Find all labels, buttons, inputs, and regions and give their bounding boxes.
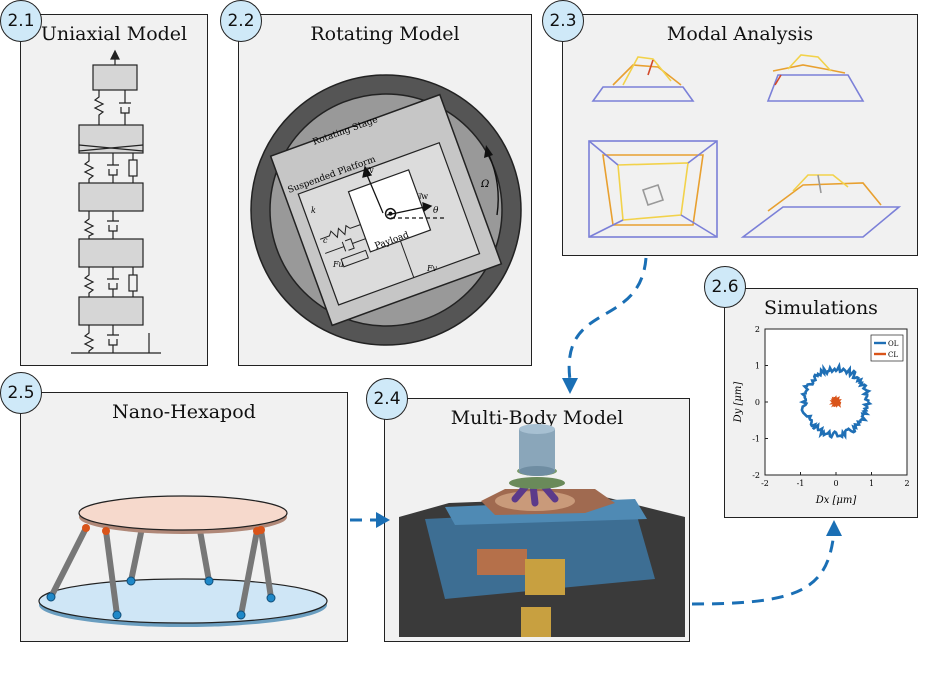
fv-label: Fv — [426, 264, 438, 273]
panel-simulations: Simulations -2 -1 0 1 2 2 1 0 -1 -2 OL CL Dx [μm… — [724, 288, 918, 518]
arrow-modal-to-multibody — [567, 257, 648, 381]
mode-shape-1 — [591, 56, 695, 102]
rotating-model-diagram: Rotating Stage Suspended Platform Payloa… — [250, 74, 522, 346]
x-tick-label: 2 — [904, 479, 909, 488]
y-tick-label: -2 — [752, 471, 760, 480]
x-tick-label: 1 — [869, 479, 874, 488]
omega-label: Ω — [480, 179, 489, 190]
y-tick-label: 2 — [755, 325, 760, 334]
c-label: c — [323, 236, 328, 245]
panel-number-badge: 2.4 — [366, 378, 408, 420]
panel-number-badge: 2.6 — [704, 266, 746, 308]
modal-analysis-diagram — [588, 54, 902, 238]
panel-title: Uniaxial Model — [40, 23, 188, 45]
arrow-multibody-to-simulations — [691, 531, 836, 606]
x-tick-label: -2 — [761, 479, 769, 488]
panel-rotating-model: Rotating Model Rotating Stag — [238, 14, 532, 366]
panel-title: Nano-Hexapod — [112, 401, 256, 423]
y-tick-label: -1 — [752, 435, 760, 444]
x-axis-label: Dx [μm] — [815, 495, 857, 506]
x-tick-label: -1 — [797, 479, 805, 488]
panel-number-badge: 2.1 — [0, 0, 42, 42]
panel-title: Multi-Body Model — [450, 407, 624, 429]
mode-shape-3 — [588, 140, 718, 238]
legend-cl-label: CL — [888, 351, 898, 359]
panel-modal-analysis: Modal Analysis — [562, 14, 918, 256]
panel-multi-body-model: Multi-Body Model — [384, 398, 690, 642]
mode-shape-2 — [766, 54, 865, 102]
y-tick-label: 1 — [755, 362, 760, 371]
iw-label: i⃗w — [418, 192, 428, 201]
panel-number-badge: 2.3 — [542, 0, 584, 42]
panel-uniaxial-model: Uniaxial Model — [20, 14, 208, 366]
y-axis-label: Dy [μm] — [733, 382, 744, 424]
multi-body-model-render — [399, 424, 685, 637]
iv-label: i⃗v — [366, 166, 374, 175]
uniaxial-model-diagram — [71, 49, 161, 354]
legend: OL CL — [870, 334, 904, 362]
panel-title: Rotating Model — [310, 23, 460, 45]
legend-ol-label: OL — [888, 340, 899, 348]
panel-title: Simulations — [764, 297, 878, 319]
series-cl-line — [829, 395, 842, 408]
fu-label: Fu — [332, 260, 344, 269]
simulation-chart: -2 -1 0 1 2 2 1 0 -1 -2 OL CL Dx [μm] Dy [μm] — [733, 325, 910, 506]
theta-label: θ — [433, 206, 439, 216]
panel-nano-hexapod: Nano-Hexapod — [20, 392, 348, 642]
x-tick-label: 0 — [833, 479, 838, 488]
k-label: k — [311, 206, 316, 215]
panel-title: Modal Analysis — [666, 23, 814, 45]
nano-hexapod-diagram — [38, 495, 328, 627]
panel-number-badge: 2.5 — [0, 372, 42, 414]
panel-number-badge: 2.2 — [220, 0, 262, 42]
y-tick-label: 0 — [755, 398, 760, 407]
series-ol-line — [798, 361, 873, 440]
mode-shape-4 — [740, 174, 902, 238]
